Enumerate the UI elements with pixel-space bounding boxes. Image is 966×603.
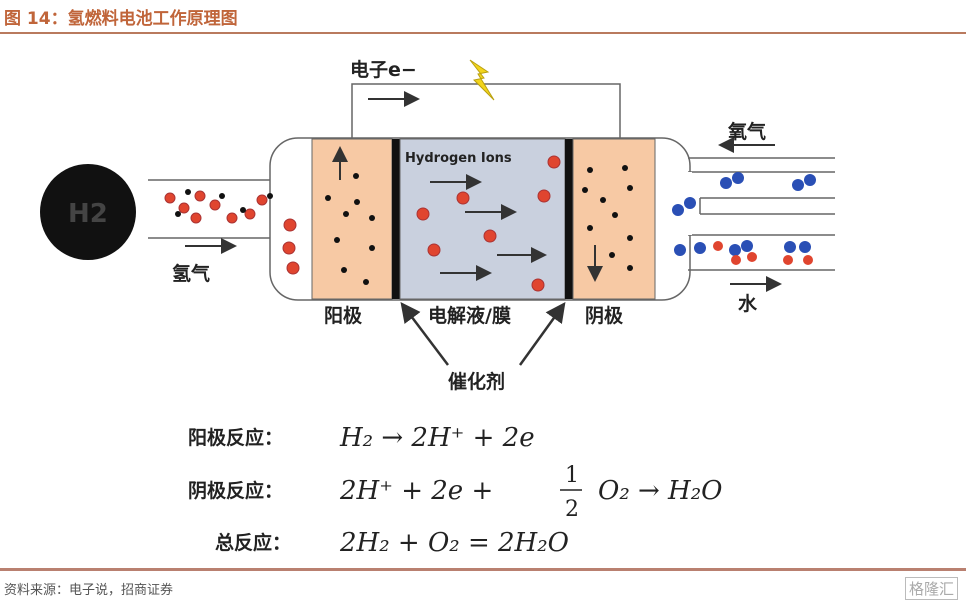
cathode-catalyst-layer <box>565 139 573 299</box>
ion-flow-arrows <box>185 137 782 292</box>
proton-particles <box>164 155 561 292</box>
figure-title: 图 14：氢燃料电池工作原理图 <box>4 9 238 29</box>
catalyst-label: 催化剂 <box>448 370 505 393</box>
external-circuit-wire <box>351 83 621 139</box>
cathode-label: 阴极 <box>585 304 624 327</box>
oxygen-particles <box>672 172 816 256</box>
watermark-logo: 格隆汇 <box>904 577 958 600</box>
electron-label: 电子e− <box>350 58 417 81</box>
total-reaction-equation: 2H₂ + O₂ = 2H₂O <box>339 528 569 558</box>
electron-particles <box>175 165 633 285</box>
title-divider <box>0 32 966 34</box>
hydrogen-ions-label: Hydrogen Ions <box>405 151 512 166</box>
cathode-reaction-equation-part2: O₂ → H₂O <box>598 476 722 506</box>
cathode-region <box>572 138 656 300</box>
footer-divider <box>0 568 966 571</box>
hydrogen-inlet-label: 氢气 <box>172 262 210 285</box>
outlet-pipes <box>688 157 835 271</box>
anode-label: 阳极 <box>324 304 363 327</box>
water-hydrogen-particles <box>713 241 813 265</box>
cathode-reaction-label: 阴极反应： <box>188 479 283 502</box>
catalyst-pointer-arrows <box>400 301 566 366</box>
anode-catalyst-layer <box>392 139 400 299</box>
anode-reaction-equation: H₂ → 2H⁺ + 2e <box>339 423 535 453</box>
total-reaction-label: 总反应： <box>215 531 291 554</box>
fraction-numerator: 1 <box>565 463 579 488</box>
electrolyte-label: 电解液/膜 <box>428 304 511 327</box>
anode-reaction-label: 阳极反应： <box>188 426 283 449</box>
anode-region <box>311 138 393 300</box>
lightning-bolt-icon <box>469 59 495 101</box>
fraction-denominator: 2 <box>565 497 579 522</box>
cathode-reaction-equation-part1: 2H⁺ + 2e + <box>339 476 493 506</box>
h2-label: H2 <box>68 199 108 229</box>
water-outlet-label: 水 <box>738 293 758 315</box>
oxygen-inlet-label: 氧气 <box>728 120 766 143</box>
h2-source-circle <box>40 164 136 260</box>
source-note: 资料来源：电子说，招商证券 <box>4 583 174 598</box>
